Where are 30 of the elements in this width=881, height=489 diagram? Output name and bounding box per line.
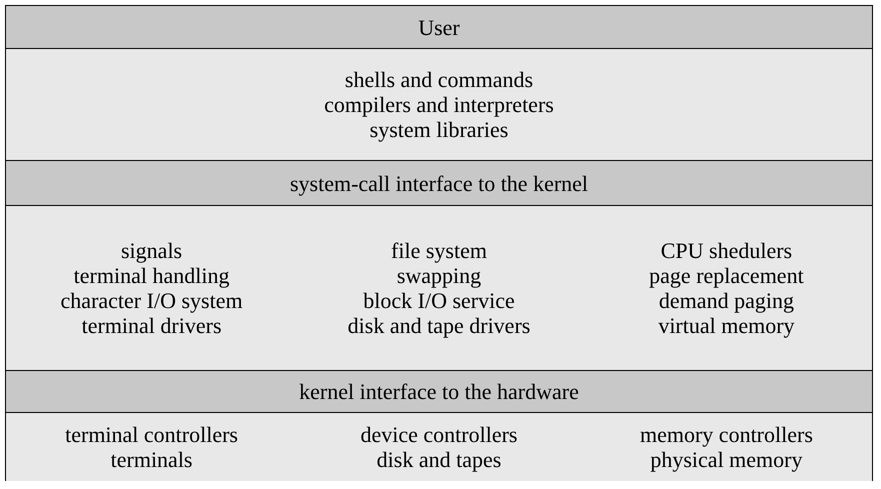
component-label: terminal drivers [82, 313, 222, 338]
component-label: terminal handling [74, 263, 230, 288]
layer-title: User [418, 14, 460, 40]
layer-band [6, 49, 872, 161]
component-label: virtual memory [658, 313, 795, 338]
layer-title: kernel interface to the hardware [299, 379, 579, 404]
component-label: swapping [396, 263, 482, 288]
component-label: file system [391, 238, 487, 263]
component-label: disk and tape drivers [348, 313, 530, 338]
layer-band [6, 413, 872, 481]
component-label: compilers and interpreters [324, 92, 554, 117]
component-label: shells and commands [344, 67, 534, 92]
component-label: character I/O system [60, 288, 243, 313]
component-label: disk and tapes [376, 447, 502, 472]
interface-layer-band [6, 371, 872, 413]
component-label: terminals [110, 447, 192, 472]
component-label: terminal controllers [65, 422, 238, 447]
layer-title: system-call interface to the kernel [290, 170, 588, 196]
component-label: memory controllers [640, 422, 813, 447]
component-label: physical memory [650, 447, 802, 472]
component-label: demand paging [658, 288, 794, 313]
component-label: signals [121, 238, 182, 263]
layer-band [6, 206, 872, 371]
component-label: block I/O service [363, 288, 515, 313]
component-label: page replacement [649, 263, 804, 288]
interface-layer-band [6, 161, 872, 206]
interface-layer-band [6, 6, 872, 49]
component-label: system libraries [370, 117, 508, 142]
component-label: CPU shedulers [660, 238, 792, 263]
component-label: device controllers [360, 422, 518, 447]
